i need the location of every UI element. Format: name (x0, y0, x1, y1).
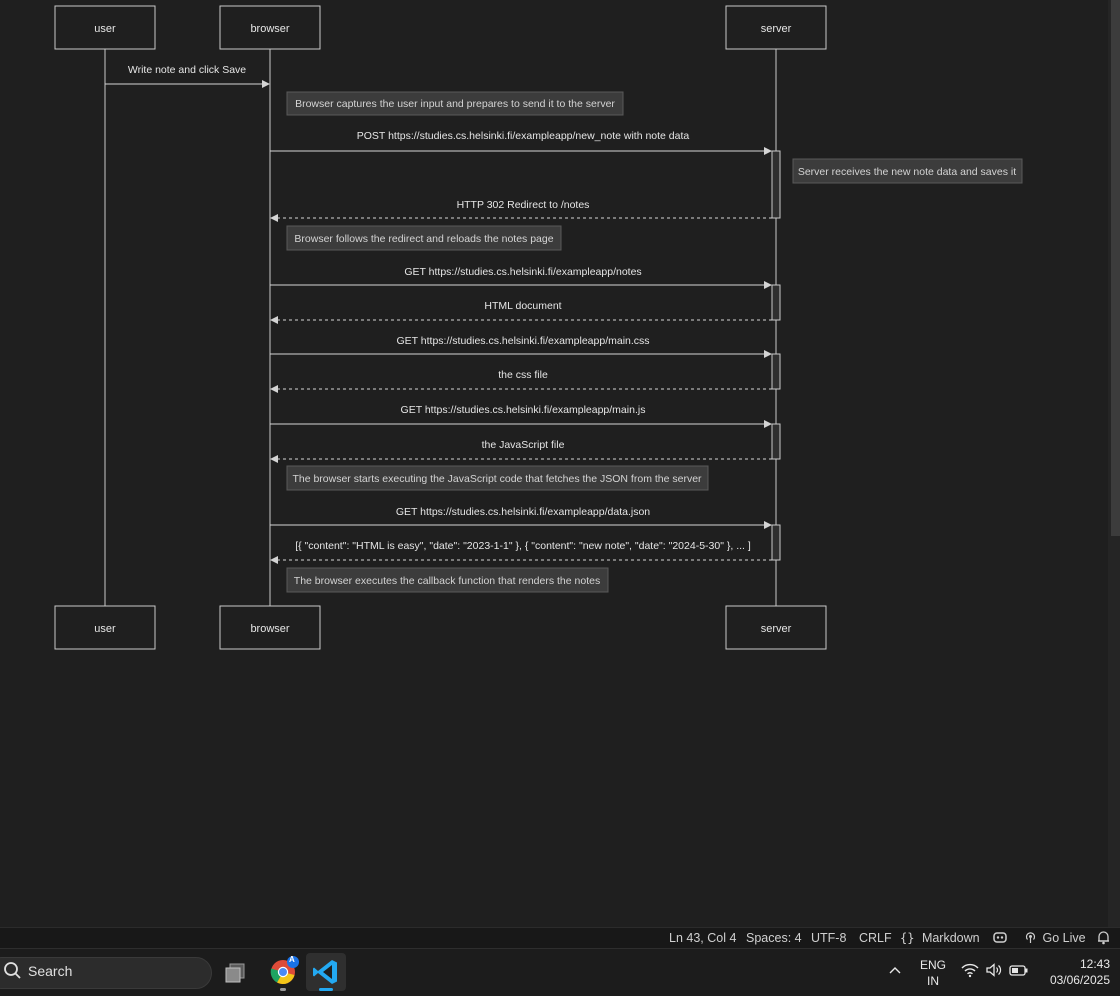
message-label: HTTP 302 Redirect to /notes (457, 199, 590, 211)
message-json-response: [{ "content": "HTML is easy", "date": "2… (270, 540, 772, 564)
note-text: Browser follows the redirect and reloads… (294, 233, 553, 245)
taskbar-vscode[interactable] (306, 953, 346, 991)
message-get-notes: GET https://studies.cs.helsinki.fi/examp… (270, 266, 772, 289)
message-post-new-note: POST https://studies.cs.helsinki.fi/exam… (270, 130, 772, 155)
participant-label: server (761, 623, 792, 635)
message-http-302: HTTP 302 Redirect to /notes (270, 199, 772, 222)
note-text: Server receives the new note data and sa… (798, 166, 1016, 178)
participant-label: browser (250, 623, 289, 635)
broadcast-icon (1025, 932, 1036, 943)
message-javascript-file: the JavaScript file (270, 439, 772, 463)
message-label: Write note and click Save (128, 64, 246, 76)
message-label: POST https://studies.cs.helsinki.fi/exam… (357, 130, 690, 142)
active-indicator (319, 988, 333, 991)
taskbar-search-box[interactable] (0, 957, 212, 989)
participant-user-bottom: user (54, 605, 156, 650)
go-live-label: Go Live (1042, 931, 1086, 945)
note-callback-renders: The browser executes the callback functi… (286, 567, 609, 593)
message-get-main-js: GET https://studies.cs.helsinki.fi/examp… (270, 404, 772, 428)
message-write-note: Write note and click Save (105, 64, 270, 88)
activation-bar (771, 284, 781, 321)
chevron-up-icon[interactable] (887, 962, 903, 983)
message-css-file: the css file (270, 369, 772, 393)
message-html-document: HTML document (270, 300, 772, 324)
message-label: GET https://studies.cs.helsinki.fi/examp… (404, 266, 641, 278)
message-get-main-css: GET https://studies.cs.helsinki.fi/examp… (270, 335, 772, 358)
vertical-scrollbar-thumb[interactable] (1111, 0, 1120, 536)
note-browser-executes-js: The browser starts executing the JavaScr… (286, 465, 709, 491)
language-mode[interactable]: {} Markdown (900, 931, 980, 945)
participant-label: server (761, 23, 792, 35)
participant-label: user (94, 623, 116, 635)
search-icon (2, 957, 22, 988)
eol-setting[interactable]: CRLF (859, 931, 892, 945)
clock[interactable]: 12:43 03/06/2025 (1040, 956, 1110, 990)
note-text: The browser executes the callback functi… (294, 575, 600, 587)
message-label: GET https://studies.cs.helsinki.fi/examp… (396, 506, 650, 518)
profile-badge (287, 956, 299, 968)
go-live-button[interactable]: Go Live (1024, 931, 1086, 945)
message-label: the JavaScript file (482, 439, 565, 451)
clock-date: 03/06/2025 (1049, 973, 1110, 987)
participant-server-bottom: server (725, 605, 827, 650)
indentation-setting[interactable]: Spaces: 4 (746, 931, 802, 945)
search-label: Search (28, 963, 73, 979)
braces-icon: {} (900, 931, 915, 945)
participant-label: user (94, 23, 116, 35)
note-text: The browser starts executing the JavaScr… (292, 473, 702, 485)
language-mode-label: Markdown (921, 931, 980, 945)
language-code: ENG (919, 958, 946, 972)
sequence-diagram: user browser server user browser server … (54, 5, 1023, 650)
task-view-icon (225, 963, 245, 983)
participant-server-top: server (725, 5, 827, 50)
copilot-icon[interactable] (992, 930, 1008, 948)
volume-icon[interactable] (985, 962, 1003, 983)
taskbar-task-view[interactable] (217, 953, 257, 991)
activation-bar (771, 150, 781, 219)
cursor-position[interactable]: Ln 43, Col 4 (669, 931, 737, 945)
status-bar: Ln 43, Col 4 Spaces: 4 UTF-8 CRLF {} Mar… (0, 927, 1120, 949)
message-label: GET https://studies.cs.helsinki.fi/examp… (396, 335, 649, 347)
bell-icon[interactable] (1097, 930, 1110, 948)
encoding-setting[interactable]: UTF-8 (811, 931, 847, 945)
language-indicator[interactable]: ENG IN (913, 957, 953, 991)
message-label: the css file (498, 369, 548, 381)
note-text: Browser captures the user input and prep… (295, 98, 615, 110)
message-label: HTML document (484, 300, 561, 312)
message-label: [{ "content": "HTML is easy", "date": "2… (295, 540, 751, 552)
taskbar (0, 948, 1120, 996)
note-browser-captures: Browser captures the user input and prep… (286, 91, 624, 116)
chrome-icon (270, 956, 299, 985)
note-server-receives: Server receives the new note data and sa… (792, 158, 1023, 184)
participant-label: browser (250, 23, 289, 35)
message-label: GET https://studies.cs.helsinki.fi/examp… (401, 404, 646, 416)
participant-browser-bottom: browser (219, 605, 321, 650)
clock-time: 12:43 (1079, 957, 1110, 971)
activation-bar (771, 353, 781, 390)
running-indicator (280, 988, 286, 991)
participant-browser-top: browser (219, 5, 321, 50)
activation-bar (771, 423, 781, 460)
editor-preview-canvas: user browser server user browser server … (54, 5, 1023, 650)
participant-user-top: user (54, 5, 156, 50)
chrome-profile-badge-label: A (289, 955, 295, 964)
taskbar-chrome[interactable]: A (263, 953, 303, 991)
message-get-data-json: GET https://studies.cs.helsinki.fi/examp… (270, 506, 772, 529)
wifi-icon[interactable] (961, 962, 979, 983)
vscode-icon (313, 960, 337, 984)
battery-icon[interactable] (1009, 963, 1029, 982)
activation-bar (771, 524, 781, 561)
note-browser-follows-redirect: Browser follows the redirect and reloads… (286, 225, 562, 251)
language-region: IN (927, 974, 939, 988)
